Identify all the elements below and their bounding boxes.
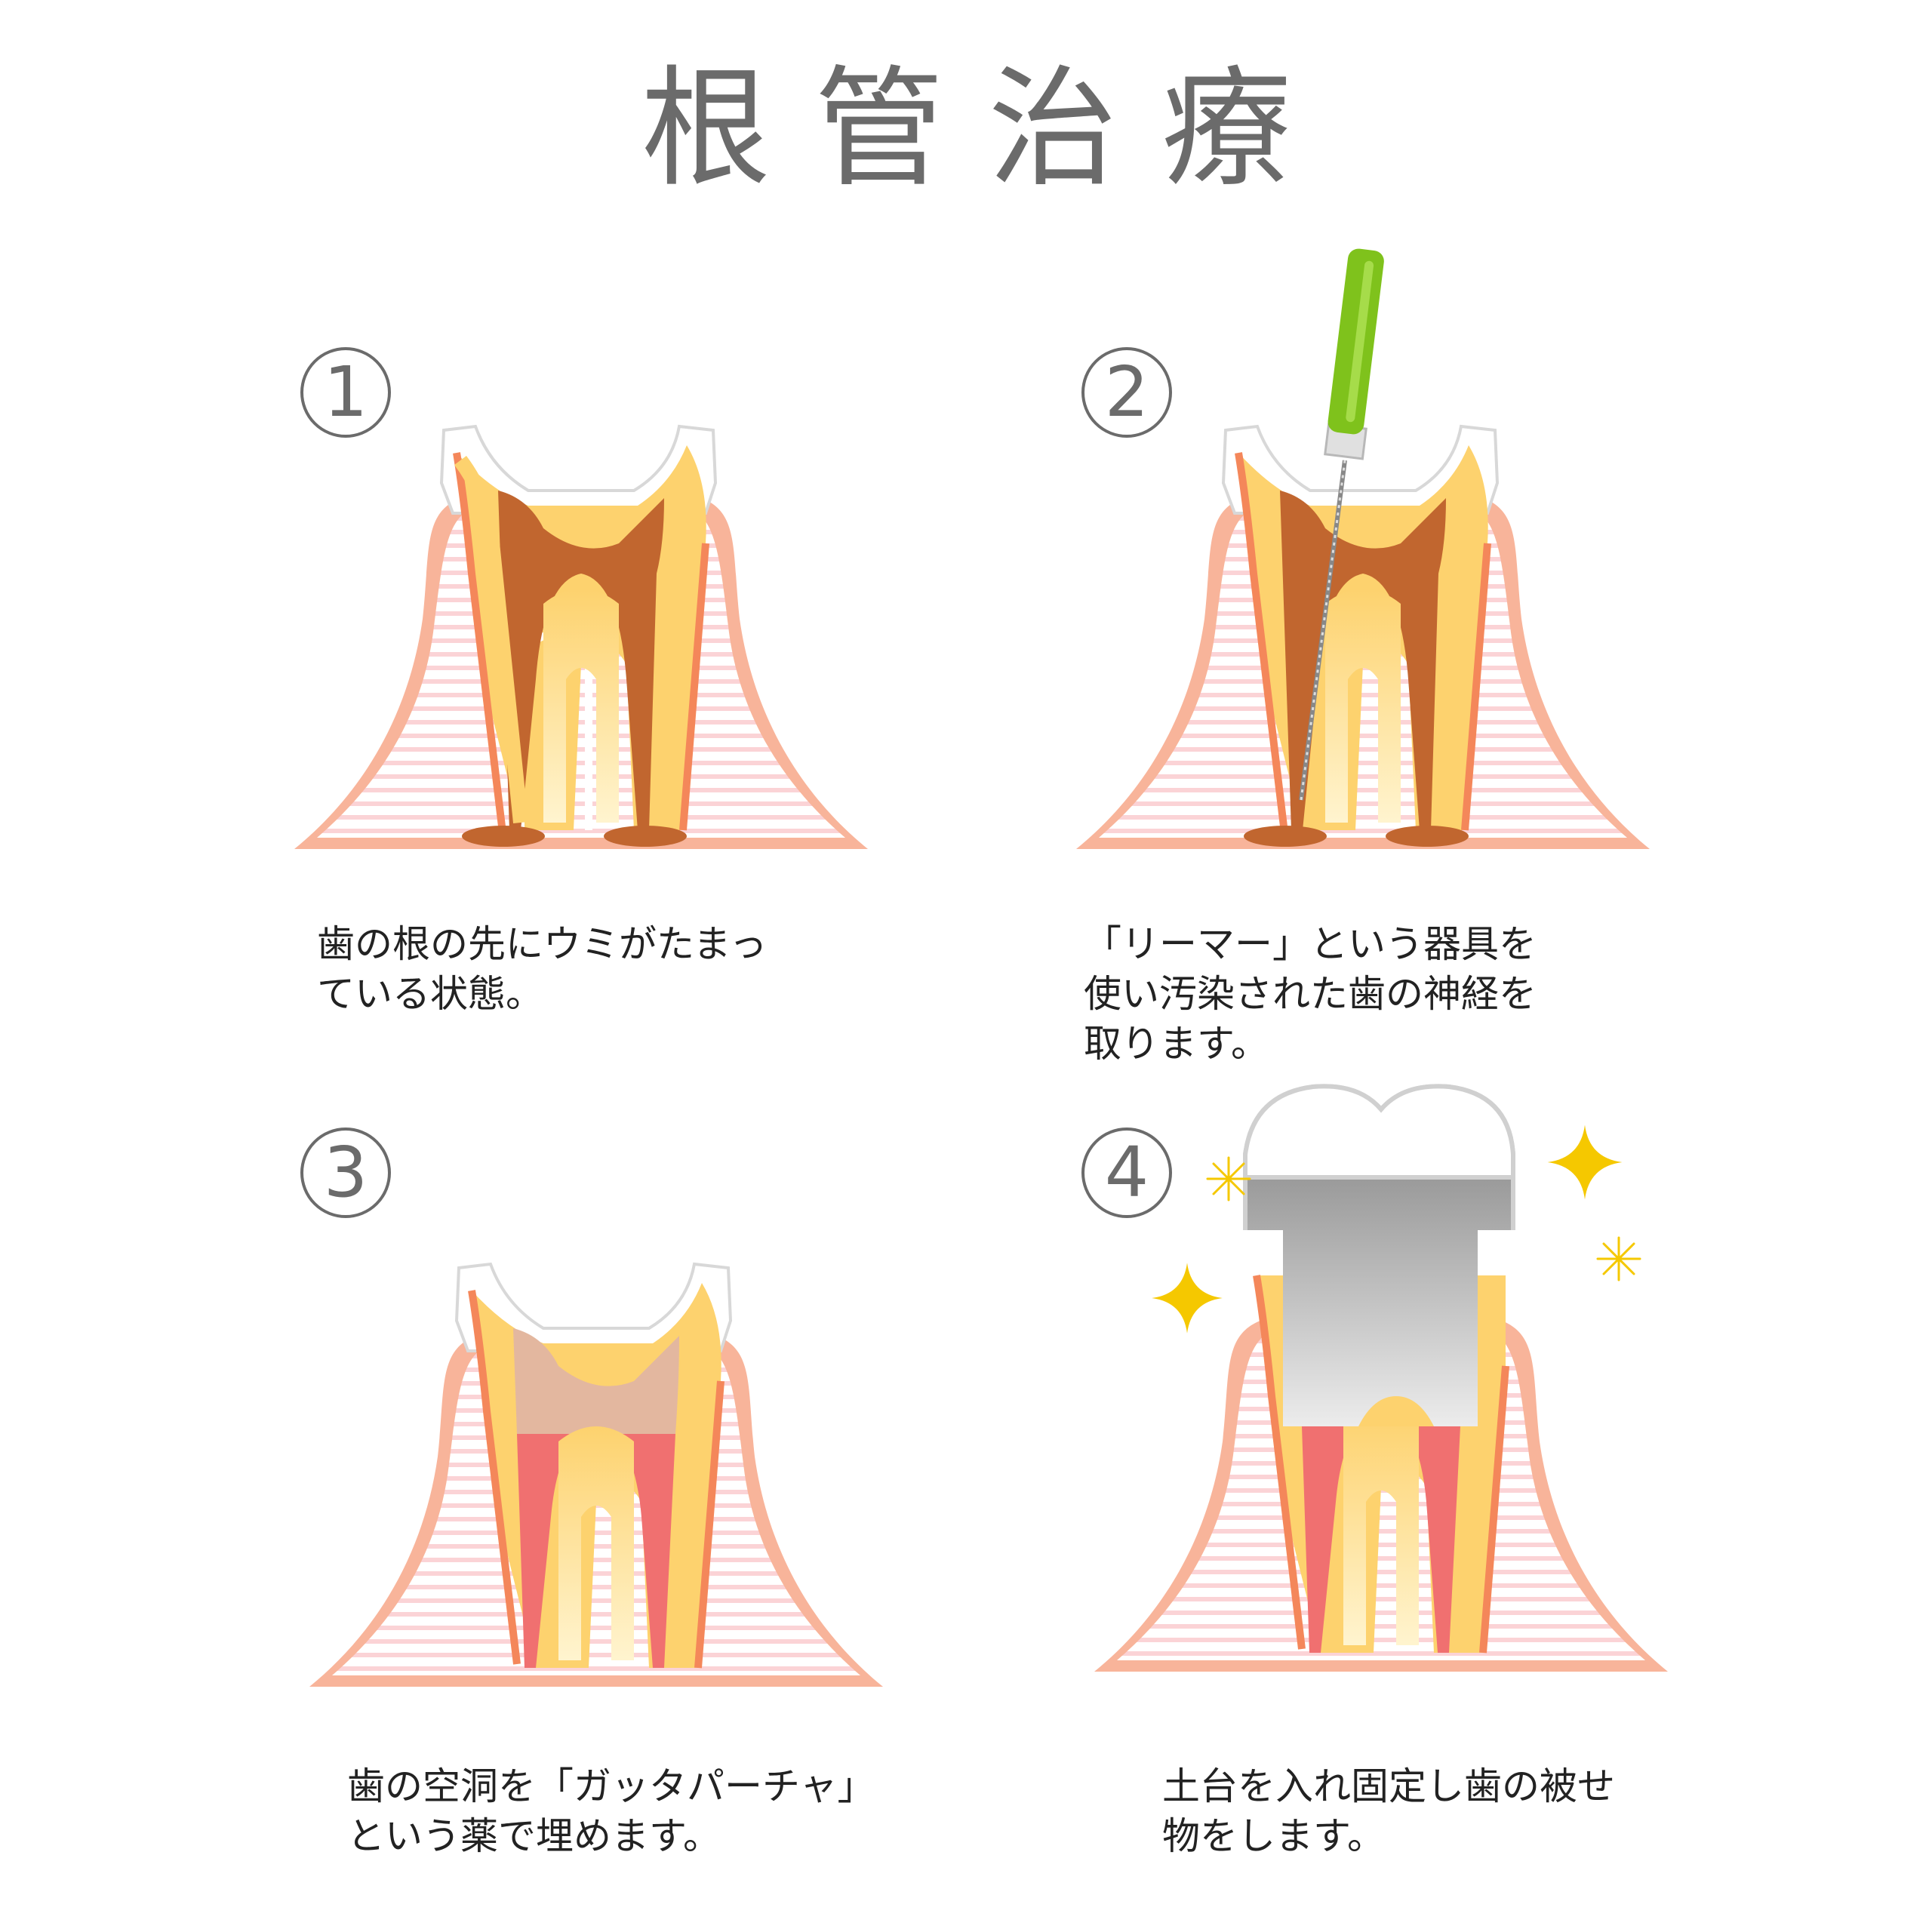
step-4-tooth-illustration bbox=[1094, 1084, 1668, 1672]
step-1-tooth-illustration bbox=[294, 424, 868, 849]
caption-line: 取ります。 bbox=[1084, 1022, 1269, 1066]
step-3-number-badge: 3 bbox=[300, 1128, 391, 1218]
pus-pocket-right bbox=[604, 826, 687, 847]
sparkle-asterisk-icon bbox=[1206, 1156, 1251, 1201]
step-2-tooth-illustration bbox=[1076, 248, 1650, 849]
caption-line: 歯の根の先にウミがたまっ bbox=[317, 922, 768, 966]
pus-pocket-right bbox=[1386, 826, 1469, 847]
step-3-caption: 歯の空洞を「ガッタパーチャ」 という薬で埋めます。 bbox=[347, 1761, 875, 1861]
caption-line: 土台を入れ固定し歯の被せ bbox=[1162, 1764, 1615, 1808]
infected-canal bbox=[1280, 491, 1446, 830]
pus-pocket-left bbox=[1244, 826, 1327, 847]
gutta-percha-fill bbox=[1302, 1411, 1460, 1653]
caption-line: 「リーマー」という器具を bbox=[1084, 922, 1537, 966]
step-4-caption: 土台を入れ固定し歯の被せ 物をします。 bbox=[1162, 1761, 1615, 1861]
sparkle-asterisk-icon bbox=[1596, 1236, 1641, 1281]
reamer-instrument bbox=[1299, 248, 1384, 801]
step-1-number-badge: 1 bbox=[300, 347, 391, 438]
pus-pocket-left bbox=[462, 826, 545, 847]
enamel bbox=[1221, 424, 1500, 515]
step-3-tooth-illustration bbox=[309, 1262, 883, 1687]
gutta-percha-fill bbox=[517, 1426, 675, 1668]
step-4-number-badge: 4 bbox=[1081, 1128, 1172, 1218]
sparkle-icon bbox=[1152, 1263, 1223, 1334]
sparkle-icon bbox=[1547, 1124, 1623, 1200]
metal-post-core bbox=[1245, 1177, 1513, 1426]
caption-line: ている状態。 bbox=[317, 972, 543, 1016]
step-2-number-badge: 2 bbox=[1081, 347, 1172, 438]
caption-line: 使い汚染された歯の神経を bbox=[1084, 972, 1537, 1016]
caption-line: 歯の空洞を「ガッタパーチャ」 bbox=[347, 1764, 875, 1808]
infected-canal bbox=[498, 491, 664, 830]
enamel bbox=[439, 424, 718, 515]
step-2-caption: 「リーマー」という器具を 使い汚染された歯の神経を 取ります。 bbox=[1084, 919, 1537, 1069]
temporary-filling bbox=[513, 1328, 679, 1434]
page-title: 根管治療 bbox=[641, 53, 1335, 205]
caption-line: という薬で埋めます。 bbox=[347, 1814, 721, 1858]
enamel bbox=[454, 1262, 733, 1352]
caption-line: 物をします。 bbox=[1162, 1814, 1385, 1858]
step-1-caption: 歯の根の先にウミがたまっ ている状態。 bbox=[317, 919, 768, 1019]
